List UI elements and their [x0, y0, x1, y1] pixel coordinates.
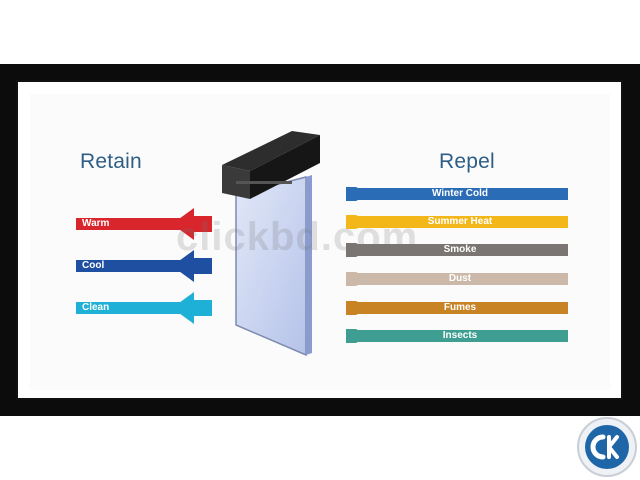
air-curtain-device-icon	[222, 131, 320, 357]
retain-bar-warm: Warm	[76, 218, 194, 230]
retain-label-warm: Warm	[82, 218, 110, 229]
repel-bar-smoke: Smoke	[352, 244, 568, 256]
repel-bar-summer-heat: Summer Heat	[352, 216, 568, 228]
clean-arrow-icon	[172, 292, 212, 324]
repel-bar-winter-cold: Winter Cold	[352, 188, 568, 200]
retain-heading: Retain	[80, 150, 142, 173]
repel-label-summer-heat: Summer Heat	[427, 216, 493, 227]
repel-label-dust: Dust	[448, 273, 472, 284]
repel-heading: Repel	[439, 150, 495, 173]
retain-label-cool: Cool	[82, 260, 105, 271]
repel-bar-dust: Dust	[352, 273, 568, 285]
clickbd-logo-icon	[577, 417, 637, 477]
repel-bar-insects: Insects	[352, 330, 568, 342]
warm-arrow-icon	[172, 208, 212, 240]
repel-label-insects: Insects	[442, 330, 478, 341]
retain-bar-cool: Cool	[76, 260, 194, 272]
repel-label-smoke: Smoke	[443, 244, 477, 255]
retain-bar-clean: Clean	[76, 302, 194, 314]
repel-label-winter-cold: Winter Cold	[431, 188, 488, 199]
repel-label-fumes: Fumes	[443, 302, 477, 313]
watermark: clickbd.com	[176, 215, 419, 259]
repel-bar-fumes: Fumes	[352, 302, 568, 314]
retain-label-clean: Clean	[82, 302, 110, 313]
cool-arrow-icon	[172, 250, 212, 282]
